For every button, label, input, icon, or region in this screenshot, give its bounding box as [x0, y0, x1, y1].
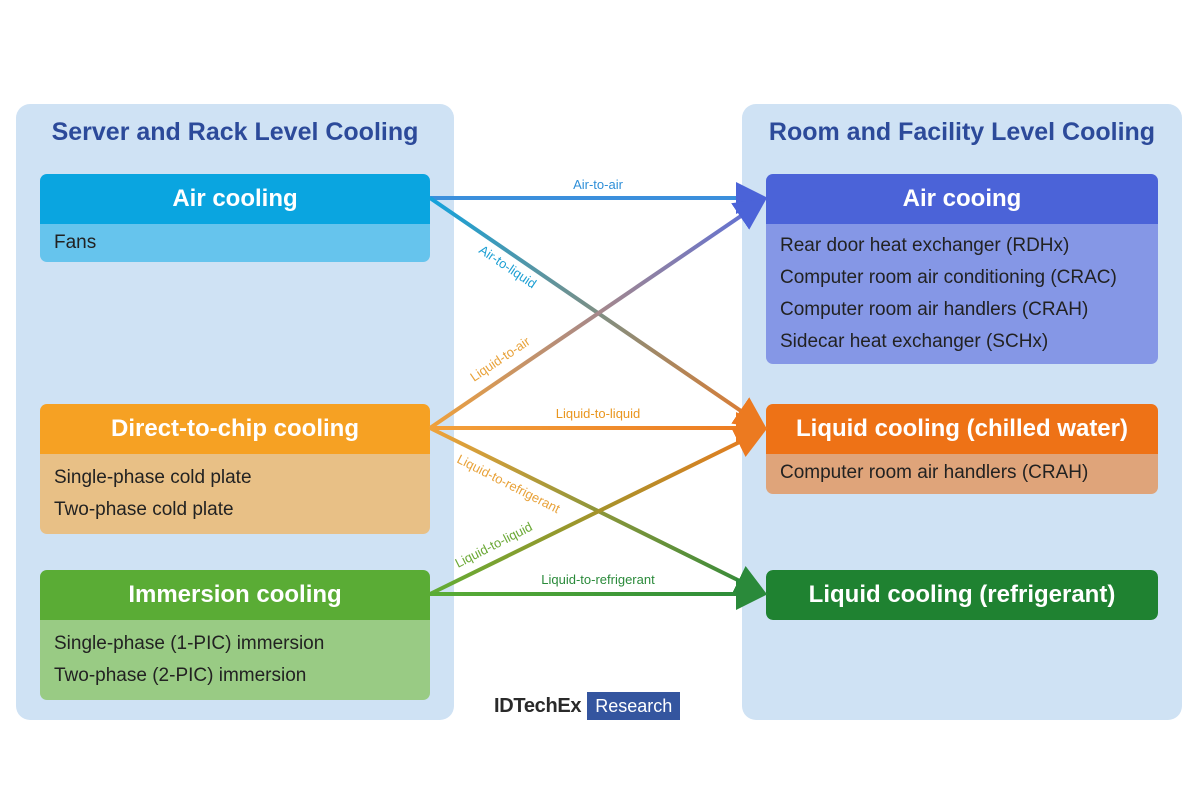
direct-to-chip-items: Single-phase cold plate Two-phase cold p… — [40, 454, 430, 534]
arrow-liquid-to-air — [428, 198, 767, 430]
arrow-immersion-liquid-to-liquid — [429, 428, 768, 596]
air-cooling-title: Air cooling — [40, 174, 430, 224]
label-immersion-liquid-to-refrigerant: Liquid-to-refrigerant — [541, 572, 655, 587]
direct-to-chip-item: Two-phase cold plate — [54, 499, 234, 520]
air-cooling-item: Fans — [54, 232, 97, 253]
label-air-to-air: Air-to-air — [573, 177, 624, 192]
chilled-water-items: Computer room air handlers (CRAH) — [766, 454, 1158, 494]
idtechex-logo: IDTechEx Research — [492, 692, 681, 720]
air-cooling-card: Air cooling Fans — [40, 174, 430, 262]
room-air-cooling-item: Computer room air conditioning (CRAC) — [780, 267, 1117, 288]
room-air-cooling-items: Rear door heat exchanger (RDHx) Computer… — [766, 224, 1158, 364]
room-air-cooling-item: Sidecar heat exchanger (SCHx) — [780, 331, 1049, 352]
logo-tag: Research — [587, 692, 681, 720]
immersion-item: Two-phase (2-PIC) immersion — [54, 665, 307, 686]
immersion-items: Single-phase (1-PIC) immersion Two-phase… — [40, 620, 430, 700]
immersion-title: Immersion cooling — [40, 570, 430, 620]
direct-to-chip-title: Direct-to-chip cooling — [40, 404, 430, 454]
room-air-cooling-item: Computer room air handlers (CRAH) — [780, 299, 1089, 320]
label-liquid-to-liquid: Liquid-to-liquid — [556, 406, 641, 421]
chilled-water-card: Liquid cooling (chilled water) Computer … — [766, 404, 1158, 494]
chilled-water-title: Liquid cooling (chilled water) — [766, 404, 1158, 454]
air-cooling-items: Fans — [40, 224, 430, 262]
room-air-cooling-item: Rear door heat exchanger (RDHx) — [780, 235, 1070, 256]
immersion-card: Immersion cooling Single-phase (1-PIC) i… — [40, 570, 430, 700]
right-panel-title: Room and Facility Level Cooling — [768, 118, 1156, 146]
label-liquid-to-air: Liquid-to-air — [467, 333, 533, 384]
direct-to-chip-item: Single-phase cold plate — [54, 467, 252, 488]
refrigerant-title: Liquid cooling (refrigerant) — [766, 570, 1158, 620]
refrigerant-card: Liquid cooling (refrigerant) — [766, 570, 1158, 620]
direct-to-chip-card: Direct-to-chip cooling Single-phase cold… — [40, 404, 430, 534]
arrow-air-to-liquid — [428, 196, 767, 429]
room-air-cooling-title: Air cooing — [766, 174, 1158, 224]
logo-brand: IDTechEx — [494, 694, 582, 717]
left-panel-title: Server and Rack Level Cooling — [51, 118, 419, 146]
room-air-cooling-card: Air cooing Rear door heat exchanger (RDH… — [766, 174, 1158, 364]
chilled-water-item: Computer room air handlers (CRAH) — [780, 462, 1089, 483]
arrow-liquid-to-refrigerant — [429, 426, 768, 595]
immersion-item: Single-phase (1-PIC) immersion — [54, 633, 325, 654]
